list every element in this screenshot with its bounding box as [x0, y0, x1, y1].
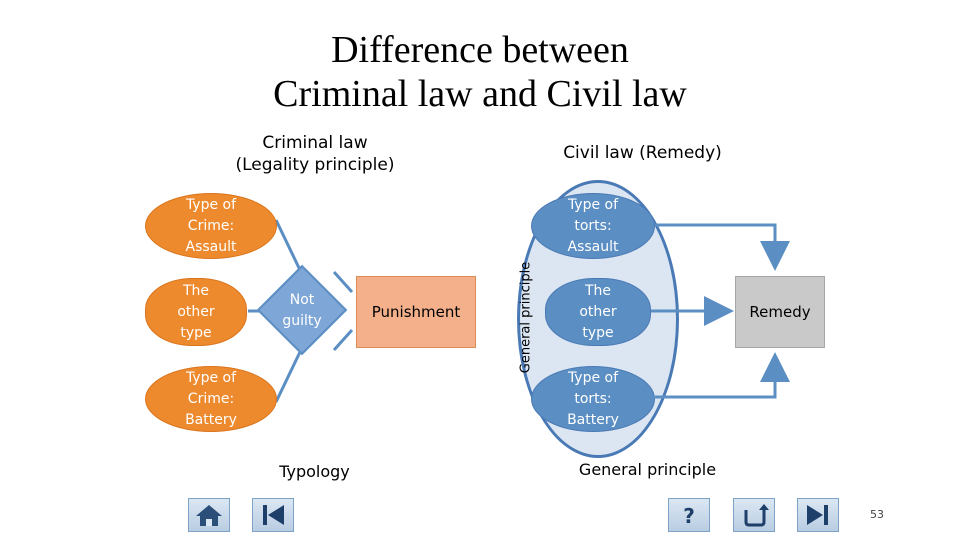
tort-assault-label: Type of torts: Assault — [567, 196, 619, 255]
typology-label: Typology — [279, 462, 350, 481]
crime-other-node: The other type — [145, 278, 247, 346]
torts-assault-to-remedy-arrow — [655, 223, 790, 271]
title-line-1: Difference between — [331, 29, 629, 71]
punishment-label: Punishment — [371, 303, 461, 321]
remedy-box: Remedy — [735, 276, 825, 348]
crime-assault-node: Type of Crime: Assault — [145, 193, 277, 259]
crime-battery-node: Type of Crime: Battery — [145, 366, 277, 432]
return-button[interactable] — [733, 498, 775, 532]
help-icon: ? — [683, 504, 695, 528]
general-principle-bottom-label: General principle — [578, 460, 717, 479]
page-number: 53 — [870, 508, 884, 521]
title-line-2: Criminal law and Civil law — [273, 73, 687, 115]
criminal-header-line-1: Criminal law — [262, 133, 368, 153]
return-icon — [744, 504, 769, 527]
tort-battery-node: Type of torts: Battery — [531, 366, 655, 432]
criminal-header-line-2: (Legality principle) — [235, 155, 395, 175]
last-slide-button[interactable] — [797, 498, 839, 532]
torts-battery-to-remedy-arrow — [655, 352, 790, 399]
assault-to-not-guilty-line — [274, 219, 302, 271]
not-guilty-label: Not guilty — [282, 292, 322, 329]
crime-battery-label: Type of Crime: Battery — [185, 369, 237, 428]
tort-other-node: The other type — [545, 278, 651, 346]
not-guilty-to-punishment-lower — [332, 328, 354, 352]
first-slide-button[interactable] — [252, 498, 294, 532]
general-principle-vertical-label: General principle — [518, 261, 534, 374]
tort-battery-label: Type of torts: Battery — [567, 369, 619, 428]
civil-law-header: Civil law (Remedy) — [563, 143, 722, 163]
tort-other-label: The other type — [579, 282, 617, 341]
home-button[interactable] — [188, 498, 230, 532]
slide-title: Difference between Criminal law and Civi… — [0, 28, 960, 116]
home-icon — [196, 505, 222, 526]
last-slide-icon — [807, 505, 828, 525]
criminal-law-header: Criminal law (Legality principle) — [200, 132, 430, 176]
battery-to-not-guilty-line — [274, 351, 302, 403]
svg-text:?: ? — [683, 504, 695, 528]
crime-other-label: The other type — [177, 282, 215, 341]
remedy-label: Remedy — [749, 303, 811, 321]
tort-assault-node: Type of torts: Assault — [531, 193, 655, 259]
first-slide-icon — [263, 505, 284, 525]
not-guilty-to-punishment-upper — [332, 270, 354, 294]
crime-assault-label: Type of Crime: Assault — [185, 196, 237, 255]
punishment-box: Punishment — [356, 276, 476, 348]
help-button[interactable]: ? — [668, 498, 710, 532]
